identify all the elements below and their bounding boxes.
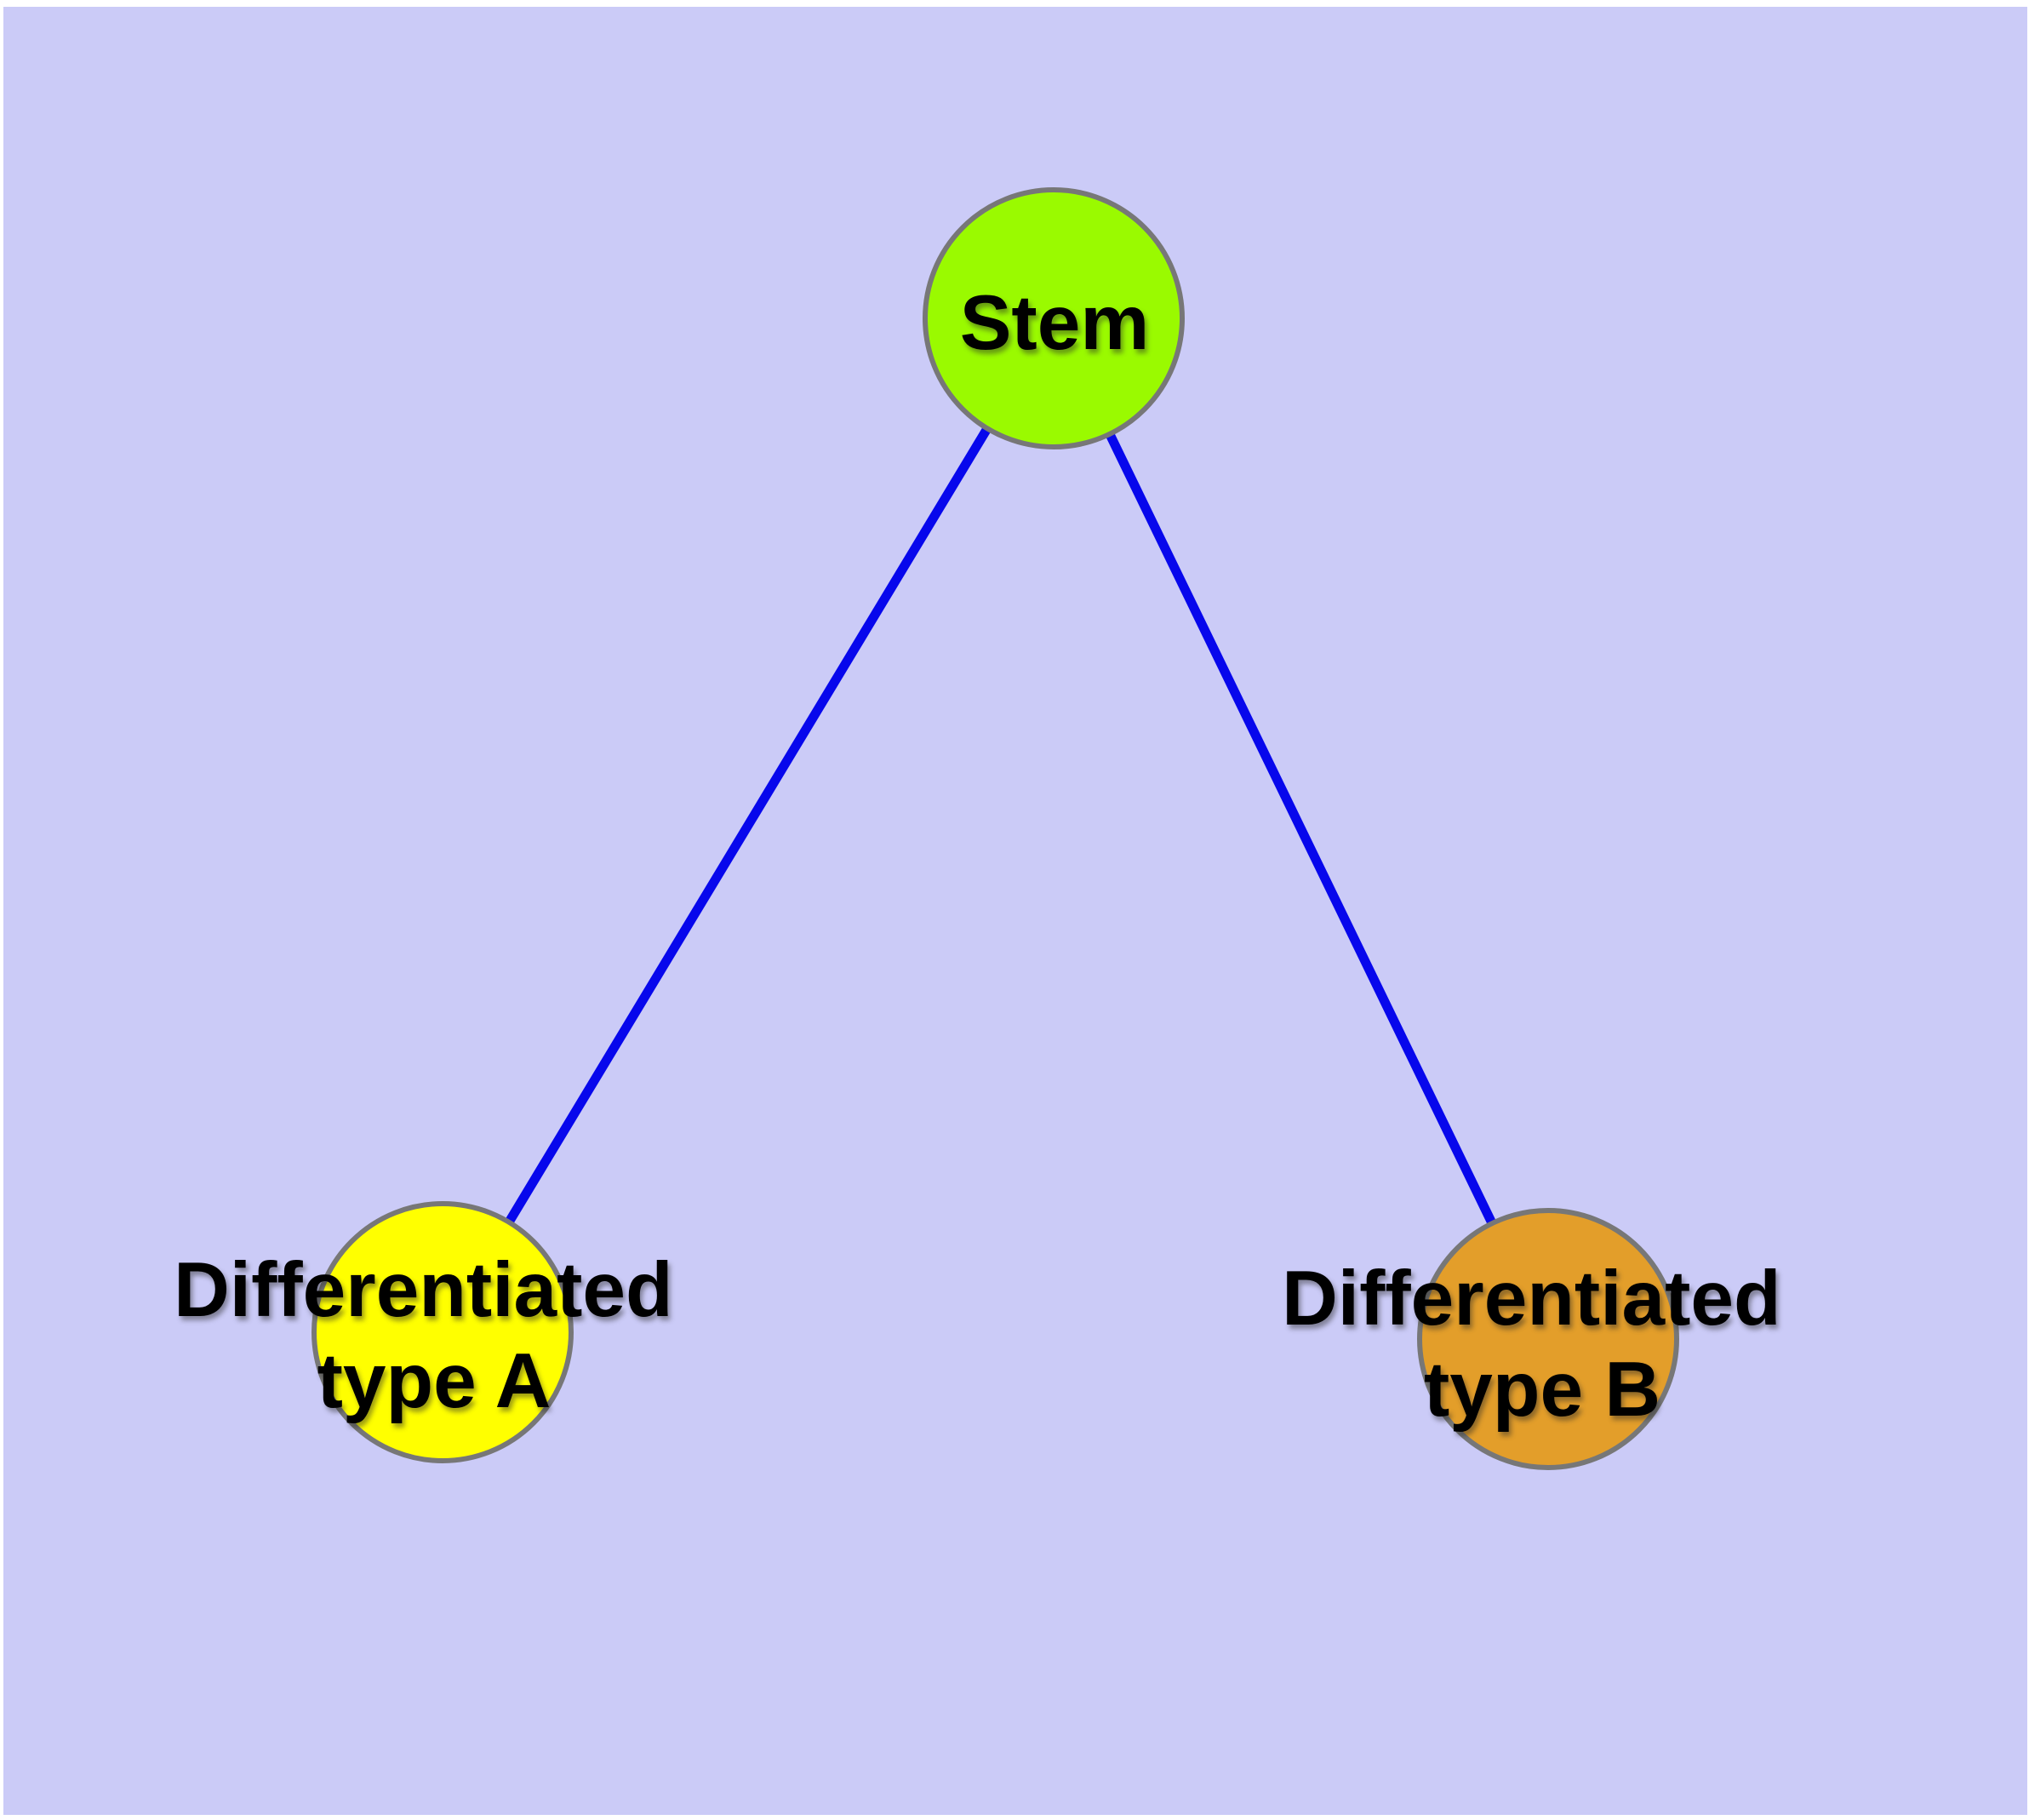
node-stem-circle [923,187,1185,449]
node-type-a-circle [311,1201,574,1463]
node-type-a-label: Differentiated type A [174,1247,694,1424]
node-type-b-label-line1: Differentiated [1282,1256,1781,1342]
node-type-b-label: Differentiated type B [1282,1256,1803,1433]
node-differentiated-type-a: Differentiated type A [174,1201,694,1463]
node-type-a-label-line2: type A [317,1338,552,1424]
node-stem-label-text: Stem [960,280,1150,366]
edge-stem-to-type-a [437,313,1059,1337]
node-differentiated-type-b: Differentiated type B [1282,1208,1803,1470]
node-type-b-circle [1417,1208,1679,1470]
node-type-a-label-line1: Differentiated [174,1247,673,1333]
node-stem: Stem [923,187,1185,449]
node-stem-label: Stem [960,280,1150,366]
edge-stem-to-type-b [1049,313,1553,1344]
edge-group [437,313,1553,1344]
node-type-b-label-line2: type B [1424,1347,1660,1433]
